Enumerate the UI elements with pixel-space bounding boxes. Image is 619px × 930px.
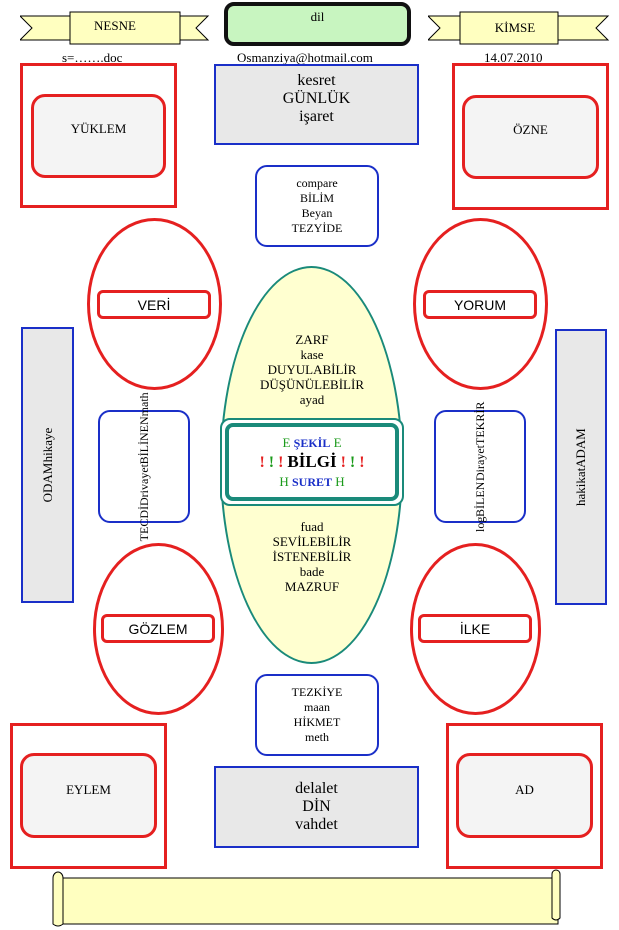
top-blue-line: Beyan: [301, 206, 333, 220]
bilgi-excl: !: [268, 453, 275, 471]
oval-top-line: ZARF: [295, 331, 329, 347]
ozne-box: ÖZNE: [462, 95, 599, 179]
corner-box-bottom-right: [446, 723, 603, 869]
bilgi-excl: !: [259, 453, 265, 471]
gozlem-label-box: GÖZLEM: [101, 614, 215, 643]
yuklem-label: YÜKLEM: [70, 121, 127, 136]
left-side-box: ODAM hikaye: [21, 327, 74, 603]
suret-h-left: H: [279, 473, 289, 489]
right-blue-line: TEKRİR: [473, 401, 487, 445]
bilgi-word: BİLGİ: [287, 451, 337, 471]
right-blue-box: log BİLEN Dirayet TEKRİR: [434, 402, 526, 532]
oval-top-line: DUYULABİLİR: [267, 361, 357, 377]
right-side-line: hakikat: [573, 467, 588, 506]
ilke-label-box: İLKE: [418, 614, 532, 643]
top-gray-box: kesret GÜNLÜK işaret: [214, 64, 419, 145]
suret-line: H SURET H: [279, 473, 344, 491]
yorum-label: YORUM: [453, 296, 507, 313]
top-gray-line: kesret: [297, 72, 336, 89]
bilgi-line: ! ! ! BİLGİ ! ! !: [259, 452, 364, 473]
kimse-banner-shape: [428, 11, 610, 45]
left-blue-line: rivayet: [137, 463, 151, 498]
corner-box-bottom-left: [10, 723, 167, 869]
ozne-label: ÖZNE: [513, 122, 548, 137]
eylem-box: EYLEM: [20, 753, 157, 838]
top-blue-line: compare: [296, 176, 338, 190]
corner-box-top-left: [20, 63, 177, 208]
bottom-gray-line: vahdet: [295, 816, 338, 833]
top-blue-line: TEZYİDE: [291, 221, 343, 235]
file-label: s=…….doc: [62, 50, 123, 65]
veri-label-box: VERİ: [97, 290, 211, 319]
date-label: 14.07.2010: [484, 50, 543, 65]
oval-bottom-line: bade: [299, 563, 325, 579]
bottom-gray-box: delalet DİN vahdet: [214, 766, 419, 848]
ilke-label: İLKE: [459, 620, 491, 637]
suret-h-right: H: [335, 473, 345, 489]
bottom-blue-line: TEZKİYE: [291, 685, 343, 699]
left-blue-line: math: [137, 391, 151, 416]
bottom-gray-line: DİN: [302, 798, 331, 815]
right-side-line: ADAM: [573, 428, 588, 468]
bilgi-excl: !: [340, 453, 346, 471]
dil-box: dil: [224, 2, 411, 46]
left-blue-line: BİLİNEN: [137, 415, 151, 464]
center-box: E ŞEKİL E ! ! ! BİLGİ ! ! ! H SURET H: [225, 423, 399, 501]
right-blue-line: log: [473, 516, 487, 532]
top-gray-line: işaret: [299, 108, 334, 125]
bilgi-excl: !: [278, 453, 284, 471]
eylem-label: EYLEM: [66, 782, 111, 797]
kimse-banner-label: KİMSE: [494, 20, 536, 35]
bilgi-excl: !: [349, 453, 356, 471]
right-blue-line: Dirayet: [473, 444, 487, 481]
oval-bottom-line: fuad: [300, 518, 324, 534]
suret-word: SURET: [291, 474, 332, 489]
top-blue-line: BİLİM: [300, 191, 334, 205]
left-side-line: hikaye: [39, 427, 55, 463]
oval-bottom-line: İSTENEBİLİR: [272, 548, 352, 564]
bottom-blue-line: meth: [305, 730, 329, 744]
oval-bottom-line: MAZRUF: [284, 578, 340, 594]
bottom-blue-line: HİKMET: [293, 715, 341, 729]
oval-top-text: ZARF kase DUYULABİLİR DÜŞÜNÜLEBİLİR ayad: [232, 328, 392, 410]
sekil-word: ŞEKİL: [293, 435, 331, 450]
oval-bottom-line: SEVİLEBİLİR: [272, 533, 352, 549]
right-blue-line: BİLEN: [473, 480, 487, 517]
bottom-blue-box: TEZKİYE maan HİKMET meth: [255, 674, 379, 756]
bottom-blue-line: maan: [304, 700, 330, 714]
right-side-box: hakikat ADAM: [555, 329, 607, 605]
nesne-banner-label: NESNE: [94, 18, 136, 33]
sekil-e-left: E: [282, 434, 291, 450]
bottom-scroll: [52, 869, 561, 927]
bilgi-excl: !: [359, 453, 365, 471]
corner-box-top-right: [452, 63, 609, 210]
yuklem-box: YÜKLEM: [31, 94, 166, 178]
top-gray-line: GÜNLÜK: [282, 90, 351, 107]
ad-box: AD: [456, 753, 593, 838]
gozlem-label: GÖZLEM: [128, 620, 188, 637]
top-blue-box: compare BİLİM Beyan TEZYİDE: [255, 165, 379, 247]
bottom-gray-line: delalet: [295, 780, 338, 797]
left-blue-box: TECDİD rivayet BİLİNEN math: [98, 392, 190, 541]
oval-top-line: kase: [300, 346, 324, 362]
sekil-e-right: E: [333, 434, 342, 450]
dil-label: dil: [310, 9, 325, 24]
sekil-line: E ŞEKİL E: [282, 434, 341, 452]
email-label: Osmanziya@hotmail.com: [237, 50, 373, 65]
left-blue-line: TECDİD: [137, 497, 151, 542]
oval-bottom-text: fuad SEVİLEBİLİR İSTENEBİLİR bade MAZRUF: [232, 516, 392, 596]
nesne-banner-shape: [20, 11, 210, 45]
left-side-line: ODAM: [39, 462, 55, 503]
veri-label: VERİ: [137, 296, 171, 313]
oval-top-line: DÜŞÜNÜLEBİLİR: [260, 376, 364, 392]
yorum-label-box: YORUM: [423, 290, 537, 319]
ad-label: AD: [515, 782, 534, 797]
oval-top-line: ayad: [299, 391, 325, 407]
